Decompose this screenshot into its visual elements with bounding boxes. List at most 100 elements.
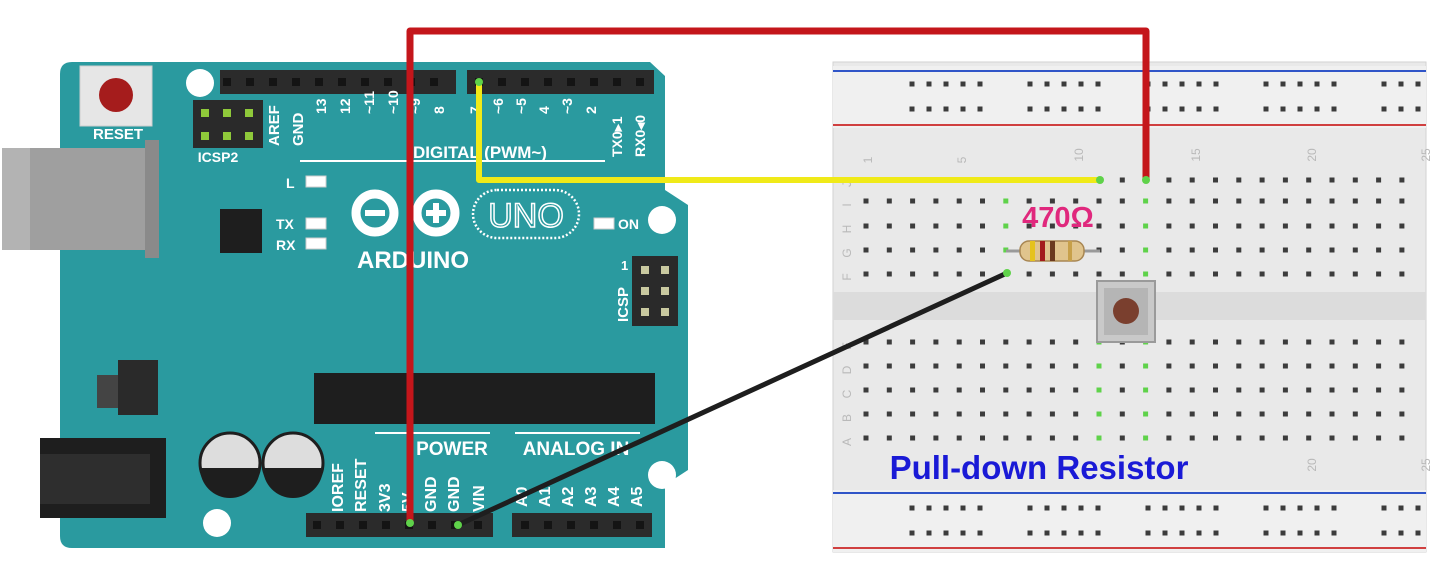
header-hole bbox=[292, 78, 300, 86]
breadboard-hole bbox=[1003, 223, 1009, 229]
logo-left-circle bbox=[351, 189, 399, 237]
breadboard-hole bbox=[1259, 177, 1265, 183]
rail-hole bbox=[960, 530, 966, 536]
breadboard-hole bbox=[1376, 177, 1382, 183]
breadboard-hole bbox=[1329, 198, 1335, 204]
breadboard-hole bbox=[1143, 198, 1149, 204]
breadboard-hole bbox=[1282, 435, 1288, 441]
breadboard-hole bbox=[1049, 223, 1055, 229]
breadboard-hole bbox=[863, 387, 869, 393]
rail-hole bbox=[1044, 106, 1050, 112]
breadboard-hole bbox=[1282, 339, 1288, 345]
breadboard-hole bbox=[1329, 411, 1335, 417]
breadboard-hole bbox=[1096, 223, 1102, 229]
rail-hole bbox=[1297, 505, 1303, 511]
breadboard-hole bbox=[1213, 177, 1218, 183]
breadboard-hole bbox=[1282, 411, 1288, 417]
atmega-chip bbox=[314, 373, 655, 424]
wire-end-black-bb bbox=[1003, 269, 1011, 277]
breadboard-hole bbox=[1399, 411, 1405, 417]
breadboard-hole bbox=[1003, 411, 1009, 417]
resistor-band-4 bbox=[1068, 241, 1072, 261]
rail-hole bbox=[1061, 106, 1067, 112]
breadboard-hole bbox=[910, 198, 916, 204]
breadboard-hole bbox=[980, 271, 985, 277]
icsp2-pins bbox=[201, 109, 253, 140]
breadboard-hole bbox=[1096, 387, 1102, 393]
breadboard-hole bbox=[1282, 363, 1288, 369]
rail-hole bbox=[1415, 81, 1421, 87]
breadboard-hole bbox=[1282, 177, 1288, 183]
power-pin-label: RESET bbox=[353, 458, 370, 512]
breadboard-hole bbox=[1189, 271, 1195, 277]
breadboard-hole bbox=[1352, 411, 1358, 417]
breadboard-hole bbox=[933, 339, 939, 345]
breadboard-hole bbox=[1119, 387, 1125, 393]
pushbutton-cap[interactable] bbox=[1113, 298, 1139, 324]
breadboard-hole bbox=[1119, 198, 1125, 204]
power-label: POWER bbox=[416, 439, 488, 460]
breadboard-hole bbox=[1119, 223, 1125, 229]
icsp2-pin bbox=[223, 109, 231, 117]
breadboard-hole bbox=[1352, 387, 1358, 393]
breadboard-hole bbox=[1003, 247, 1009, 253]
breadboard-hole bbox=[1189, 177, 1195, 183]
breadboard-hole bbox=[956, 411, 962, 417]
breadboard-hole bbox=[933, 387, 939, 393]
digital-pin-label: 8 bbox=[431, 106, 447, 114]
rail-hole bbox=[1314, 106, 1320, 112]
breadboard-hole bbox=[1096, 363, 1102, 369]
icsp2-pin bbox=[201, 132, 209, 140]
rail-hole bbox=[1398, 81, 1404, 87]
row-letter-a: A bbox=[840, 438, 854, 446]
rail-hole bbox=[1061, 81, 1067, 87]
rail-hole bbox=[1162, 530, 1168, 536]
breadboard-hole bbox=[1073, 411, 1079, 417]
breadboard-hole bbox=[956, 339, 962, 345]
rail-hole bbox=[960, 106, 966, 112]
breadboard-hole bbox=[1376, 247, 1382, 253]
led-l bbox=[305, 175, 327, 188]
breadboard-hole bbox=[1236, 198, 1242, 204]
breadboard-hole bbox=[1026, 198, 1032, 204]
digital-pin-label: RX0◂0 bbox=[632, 115, 648, 157]
top-power-rail bbox=[833, 66, 1426, 128]
column-number-20: 20 bbox=[1305, 148, 1319, 162]
icsp-pin bbox=[661, 266, 669, 274]
rail-hole bbox=[1162, 106, 1168, 112]
header-hole bbox=[590, 78, 598, 86]
breadboard-hole bbox=[980, 411, 985, 417]
yellow-wire-pin7 bbox=[476, 79, 1103, 183]
breadboard-hole bbox=[1003, 198, 1009, 204]
breadboard-hole bbox=[1259, 339, 1265, 345]
analog-pin-label: A1 bbox=[537, 486, 554, 507]
breadboard-hole bbox=[1026, 363, 1032, 369]
rail-hole bbox=[909, 530, 915, 536]
pushbutton[interactable] bbox=[1096, 280, 1156, 343]
reset-button[interactable] bbox=[99, 78, 133, 112]
rail-hole bbox=[1179, 530, 1185, 536]
rail-hole bbox=[1314, 81, 1320, 87]
breadboard-hole bbox=[1003, 363, 1009, 369]
breadboard-hole bbox=[863, 198, 869, 204]
rail-hole bbox=[1162, 505, 1168, 511]
breadboard-hole bbox=[980, 339, 985, 345]
breadboard-hole bbox=[1376, 339, 1382, 345]
breadboard-hole bbox=[1119, 435, 1125, 441]
led-l-label: L bbox=[286, 175, 295, 191]
rail-hole bbox=[1381, 106, 1387, 112]
breadboard-hole bbox=[980, 363, 985, 369]
header-hole bbox=[613, 78, 621, 86]
breadboard-hole bbox=[980, 387, 985, 393]
breadboard-hole bbox=[956, 363, 962, 369]
breadboard-hole bbox=[1026, 223, 1032, 229]
breadboard-hole bbox=[1329, 271, 1335, 277]
rail-hole bbox=[909, 81, 915, 87]
breadboard-hole bbox=[1119, 247, 1125, 253]
breadboard-hole bbox=[1189, 435, 1195, 441]
resistor-band-1 bbox=[1030, 241, 1035, 261]
mounting-hole bbox=[648, 461, 676, 489]
breadboard-hole bbox=[1049, 339, 1055, 345]
rail-hole bbox=[1415, 530, 1421, 536]
usb-interface-chip bbox=[220, 209, 262, 253]
